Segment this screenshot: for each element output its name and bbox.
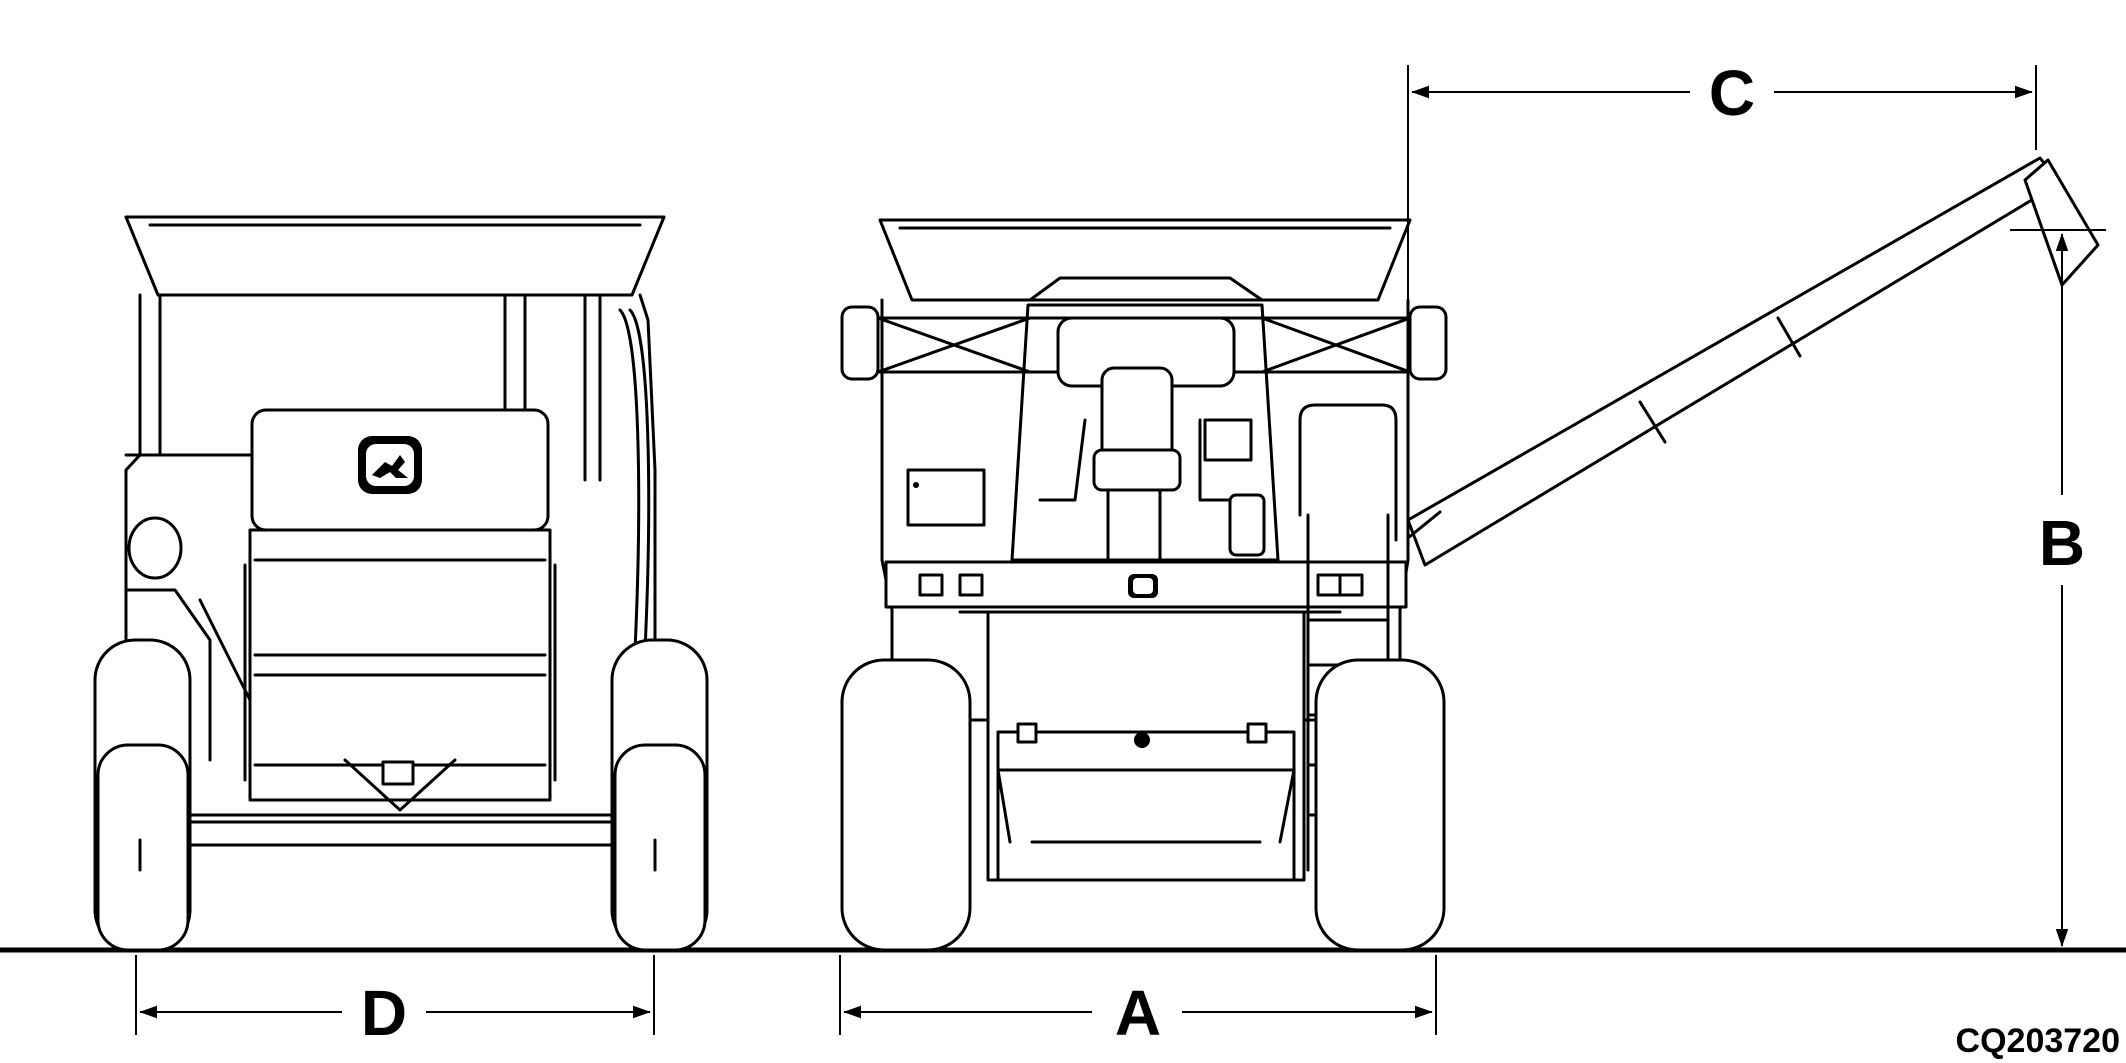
dimension-b-label: B xyxy=(2039,507,2085,579)
combine-front-view xyxy=(840,156,2100,952)
combine-rear-view xyxy=(93,215,709,952)
unloading-auger xyxy=(1406,156,2100,567)
john-deere-logo xyxy=(358,436,422,494)
figure-id: CQ203720 xyxy=(1956,1022,2120,1060)
dimension-d: D xyxy=(135,955,655,1049)
front-deere-logo xyxy=(1128,574,1158,598)
dimension-b: B xyxy=(2010,229,2106,947)
dimension-d-label: D xyxy=(361,977,407,1049)
dimension-a: A xyxy=(839,955,1437,1049)
dimension-c: C xyxy=(1407,57,2037,540)
dimension-c-label: C xyxy=(1709,57,1755,129)
dimension-a-label: A xyxy=(1115,977,1161,1049)
